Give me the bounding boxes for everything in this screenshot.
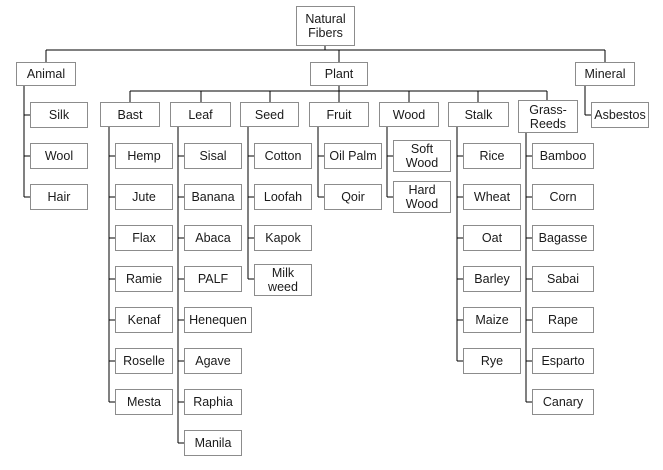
fiber-palf: PALF xyxy=(184,266,242,292)
fiber-canary: Canary xyxy=(532,389,594,415)
fiber-flax: Flax xyxy=(115,225,173,251)
fiber-cotton: Cotton xyxy=(254,143,312,169)
fiber-sisal: Sisal xyxy=(184,143,242,169)
fiber-raphia: Raphia xyxy=(184,389,242,415)
fiber-wool: Wool xyxy=(30,143,88,169)
fiber-abaca: Abaca xyxy=(184,225,242,251)
fiber-oat: Oat xyxy=(463,225,521,251)
fiber-maize: Maize xyxy=(463,307,521,333)
fiber-hemp: Hemp xyxy=(115,143,173,169)
fiber-banana: Banana xyxy=(184,184,242,210)
fiber-silk: Silk xyxy=(30,102,88,128)
fiber-milkweed: Milk weed xyxy=(254,264,312,296)
fiber-mesta: Mesta xyxy=(115,389,173,415)
fiber-roselle: Roselle xyxy=(115,348,173,374)
group-stalk: Stalk xyxy=(448,102,509,127)
fiber-soft-wood: Soft Wood xyxy=(393,140,451,172)
fiber-loofah: Loofah xyxy=(254,184,312,210)
fiber-sabai: Sabai xyxy=(532,266,594,292)
fiber-hair: Hair xyxy=(30,184,88,210)
fiber-rye: Rye xyxy=(463,348,521,374)
fiber-manila: Manila xyxy=(184,430,242,456)
fiber-bamboo: Bamboo xyxy=(532,143,594,169)
fiber-agave: Agave xyxy=(184,348,242,374)
category-animal: Animal xyxy=(16,62,76,86)
fiber-wheat: Wheat xyxy=(463,184,521,210)
fiber-asbestos: Asbestos xyxy=(591,102,649,128)
group-fruit: Fruit xyxy=(309,102,369,127)
fiber-corn: Corn xyxy=(532,184,594,210)
group-leaf: Leaf xyxy=(170,102,231,127)
fiber-rice: Rice xyxy=(463,143,521,169)
fiber-esparto: Esparto xyxy=(532,348,594,374)
fiber-barley: Barley xyxy=(463,266,521,292)
fiber-kenaf: Kenaf xyxy=(115,307,173,333)
fiber-rape: Rape xyxy=(532,307,594,333)
fiber-oil-palm: Oil Palm xyxy=(324,143,382,169)
group-grass-reeds: Grass- Reeds xyxy=(518,100,578,133)
fiber-hard-wood: Hard Wood xyxy=(393,181,451,213)
fiber-kapok: Kapok xyxy=(254,225,312,251)
fiber-jute: Jute xyxy=(115,184,173,210)
fiber-henequen: Henequen xyxy=(184,307,252,333)
group-wood: Wood xyxy=(379,102,439,127)
group-bast: Bast xyxy=(100,102,160,127)
root-natural-fibers: Natural Fibers xyxy=(296,6,355,46)
category-plant: Plant xyxy=(310,62,368,86)
fiber-bagasse: Bagasse xyxy=(532,225,594,251)
fiber-qoir: Qoir xyxy=(324,184,382,210)
fiber-ramie: Ramie xyxy=(115,266,173,292)
category-mineral: Mineral xyxy=(575,62,635,86)
group-seed: Seed xyxy=(240,102,299,127)
